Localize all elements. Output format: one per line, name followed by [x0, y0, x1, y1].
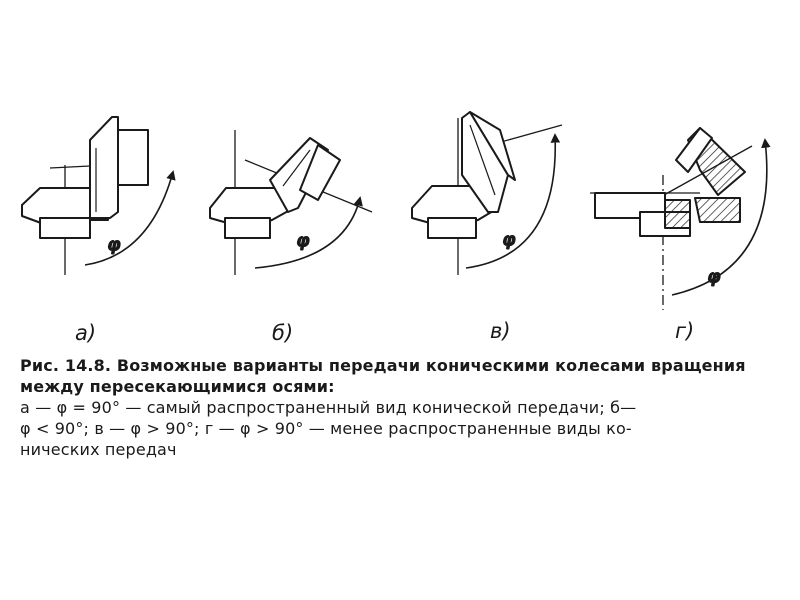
variant-v-diagram [411, 111, 563, 275]
caption-line-1: Рис. 14.8. Возможные варианты передачи к… [20, 356, 746, 375]
variant-g-diagram [590, 127, 771, 310]
variant-g-angle-label: φ [708, 267, 720, 287]
caption-line-4: φ < 90°; в — φ > 90°; г — φ > 90° — мене… [20, 419, 632, 438]
label-b: б) [272, 321, 293, 345]
variant-a-angle-label: φ [108, 235, 120, 255]
caption-line-2: между пересекающимися осями: [20, 377, 335, 396]
figure-caption: Рис. 14.8. Возможные варианты передачи к… [20, 355, 785, 460]
variant-a-diagram [21, 116, 176, 275]
variant-v-angle-label: φ [503, 230, 515, 250]
caption-line-5: нических передач [20, 440, 177, 459]
label-a: а) [75, 321, 96, 345]
caption-line-3: а — φ = 90° — самый распространенный вид… [20, 398, 637, 417]
label-v: в) [490, 319, 511, 343]
variant-b-angle-label: φ [297, 231, 309, 251]
label-g: г) [675, 319, 694, 343]
variant-b-diagram [209, 130, 373, 275]
